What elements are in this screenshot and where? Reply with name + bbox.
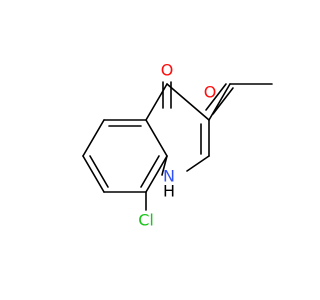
bond-c6-c7 bbox=[82, 155, 105, 193]
bond-inner-3 bbox=[140, 155, 160, 188]
bond-c8a-c4a bbox=[145, 119, 168, 157]
bond-cacyl-o-2 bbox=[212, 87, 234, 115]
nitrogen-label: N bbox=[163, 167, 175, 186]
chlorine-label: Cl bbox=[138, 211, 154, 230]
ketone-oxygen-label: O bbox=[161, 61, 174, 80]
bond-c4-c3 bbox=[166, 83, 210, 121]
bond-c4a-c4 bbox=[145, 83, 168, 121]
bond-c8-c8a bbox=[145, 155, 168, 193]
acetyl-oxygen-label: O bbox=[204, 83, 217, 102]
bond-n1-c8a bbox=[161, 155, 168, 176]
bond-group bbox=[82, 81, 273, 211]
bond-c2-n1 bbox=[186, 155, 210, 172]
bond-cacyl-o bbox=[205, 83, 227, 111]
hydrogen-label: H bbox=[163, 182, 175, 201]
bond-inner-2 bbox=[89, 155, 109, 188]
bond-c5-c6 bbox=[82, 119, 105, 157]
atom-labels: O O Cl N H bbox=[138, 61, 216, 230]
molecule-structure: O O Cl N H bbox=[82, 61, 273, 230]
